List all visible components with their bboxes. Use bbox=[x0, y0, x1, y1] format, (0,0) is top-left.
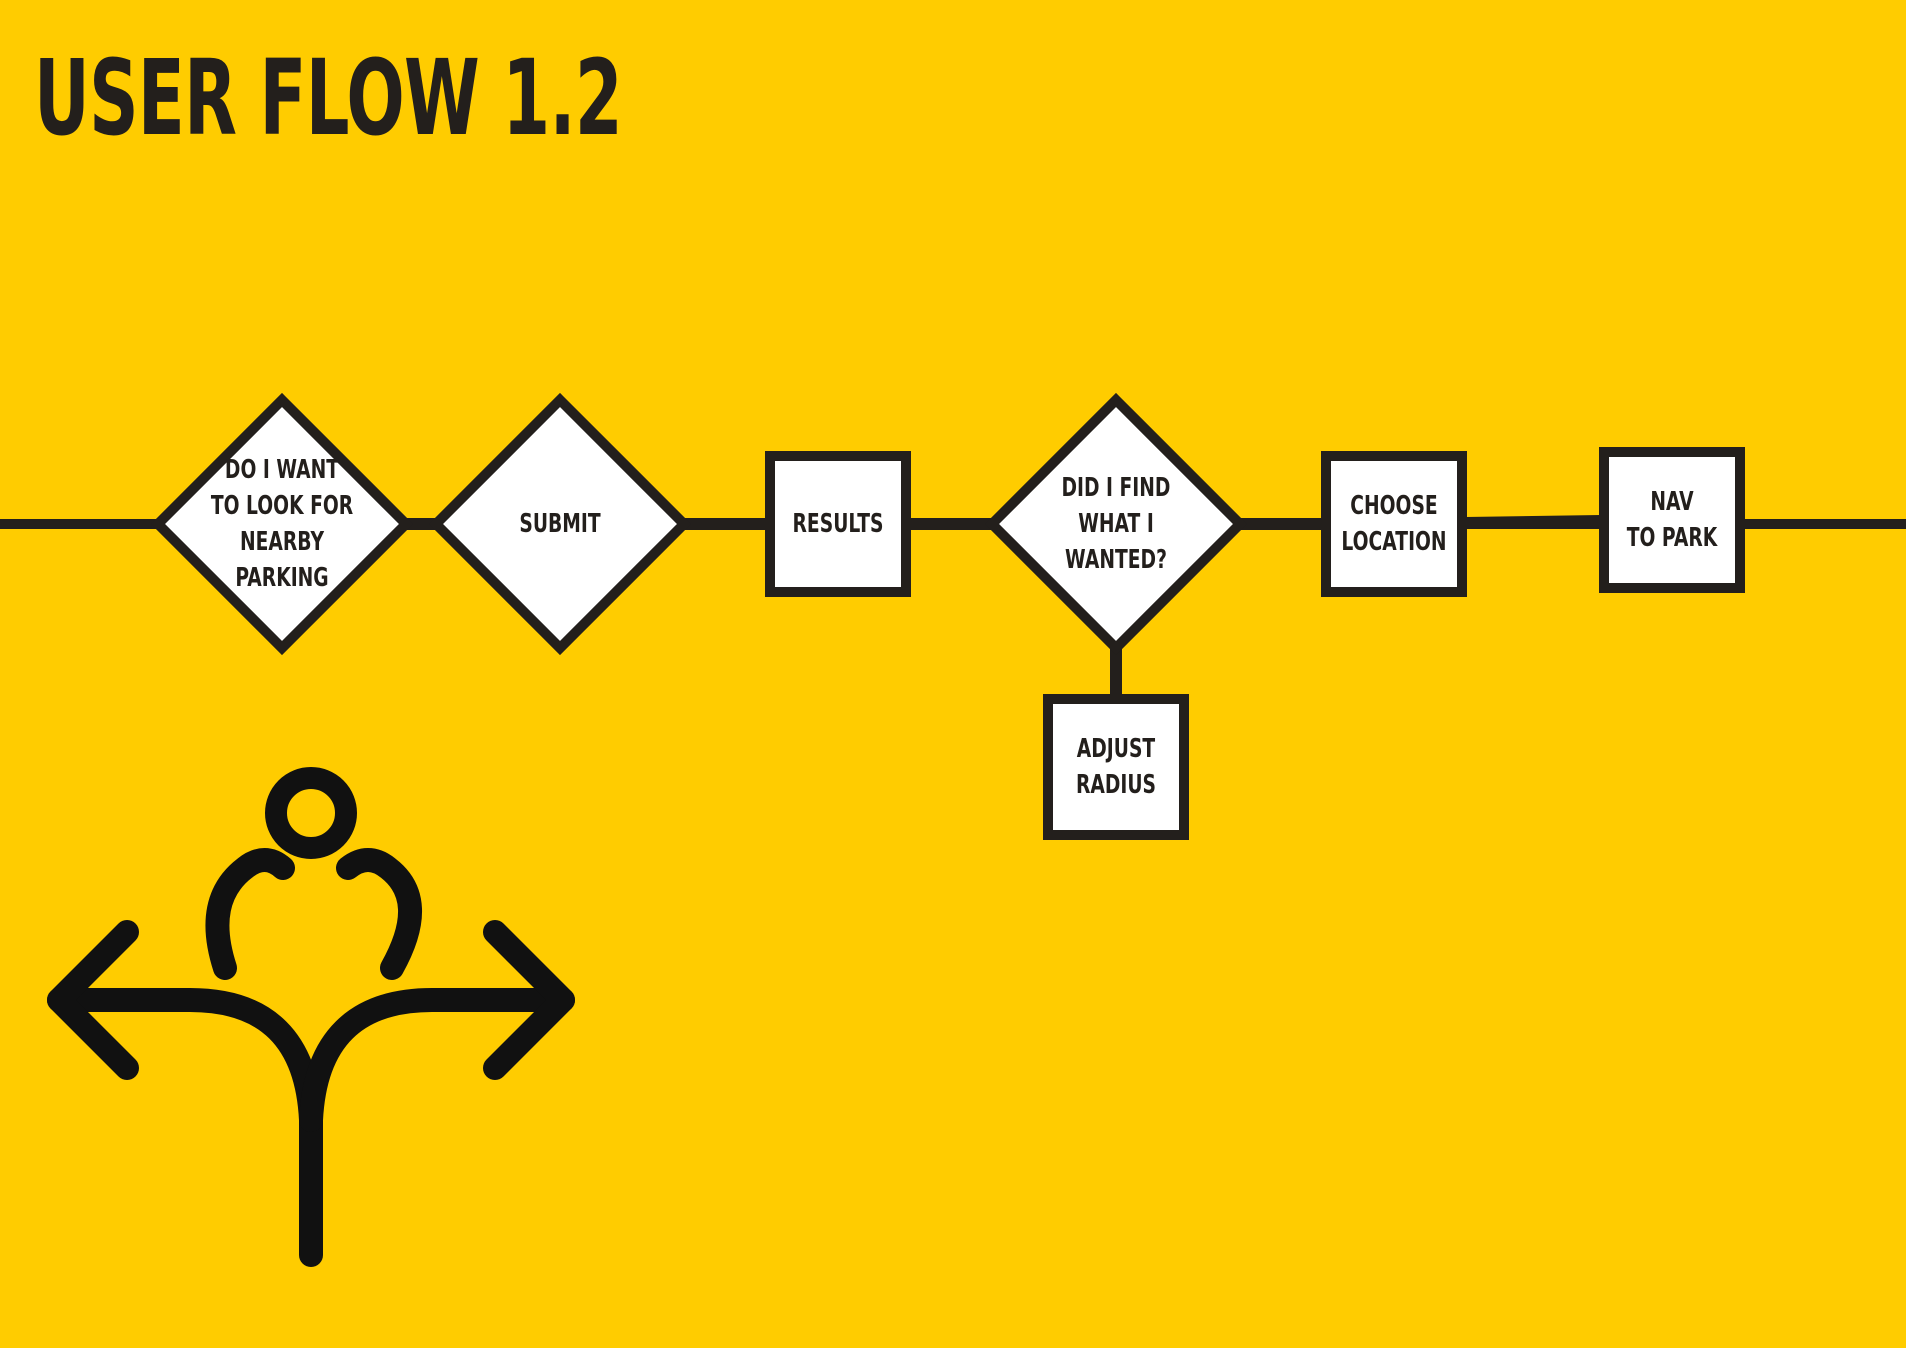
node-want-parking: DO I WANT TO LOOK FOR NEARBY PARKING bbox=[150, 392, 414, 656]
person-crossroads-icon bbox=[47, 767, 575, 1267]
page-title: USER FLOW 1.2 bbox=[34, 37, 623, 159]
person-shoulders bbox=[205, 848, 423, 980]
node-label-line: CHOOSE bbox=[1350, 491, 1437, 521]
arrow-left-head bbox=[47, 920, 139, 1080]
node-submit: SUBMIT bbox=[428, 392, 692, 656]
node-label-line: LOCATION bbox=[1341, 527, 1446, 557]
diamond-shape bbox=[984, 392, 1248, 656]
node-choose-location: CHOOSE LOCATION bbox=[1321, 451, 1467, 597]
node-nav-to-park: NAV TO PARK bbox=[1599, 447, 1745, 593]
node-label-line: WANTED? bbox=[1065, 545, 1167, 575]
square-shape bbox=[1043, 694, 1189, 840]
node-did-i-find: DID I FIND WHAT I WANTED? bbox=[984, 392, 1248, 656]
node-label-line: TO PARK bbox=[1627, 523, 1719, 553]
diamond-shape bbox=[428, 392, 692, 656]
node-label-line: TO LOOK FOR bbox=[211, 491, 353, 521]
square-shape bbox=[1599, 447, 1745, 593]
node-results: RESULTS bbox=[765, 451, 911, 597]
node-label-line: NAV bbox=[1650, 487, 1694, 517]
node-adjust-radius: ADJUST RADIUS bbox=[1043, 694, 1189, 840]
diamond-shape bbox=[150, 392, 414, 656]
square-shape bbox=[1321, 451, 1467, 597]
node-label-line: PARKING bbox=[235, 563, 328, 593]
node-label-line: DID I FIND bbox=[1062, 473, 1171, 503]
node-label-line: ADJUST bbox=[1077, 734, 1156, 764]
node-label-line: NEARBY bbox=[240, 527, 325, 557]
arrow-right-head bbox=[483, 920, 575, 1080]
person-head bbox=[265, 767, 357, 859]
node-label-line: RESULTS bbox=[793, 509, 884, 539]
node-label-line: SUBMIT bbox=[519, 509, 601, 539]
node-label-line: WHAT I bbox=[1078, 509, 1154, 539]
node-label-line: RADIUS bbox=[1076, 770, 1156, 800]
node-label-line: DO I WANT bbox=[225, 455, 340, 485]
square-shape bbox=[765, 451, 911, 597]
node-layer: DO I WANT TO LOOK FOR NEARBY PARKING SUBMIT R… bbox=[150, 392, 1745, 840]
arrow-right bbox=[299, 988, 575, 1132]
